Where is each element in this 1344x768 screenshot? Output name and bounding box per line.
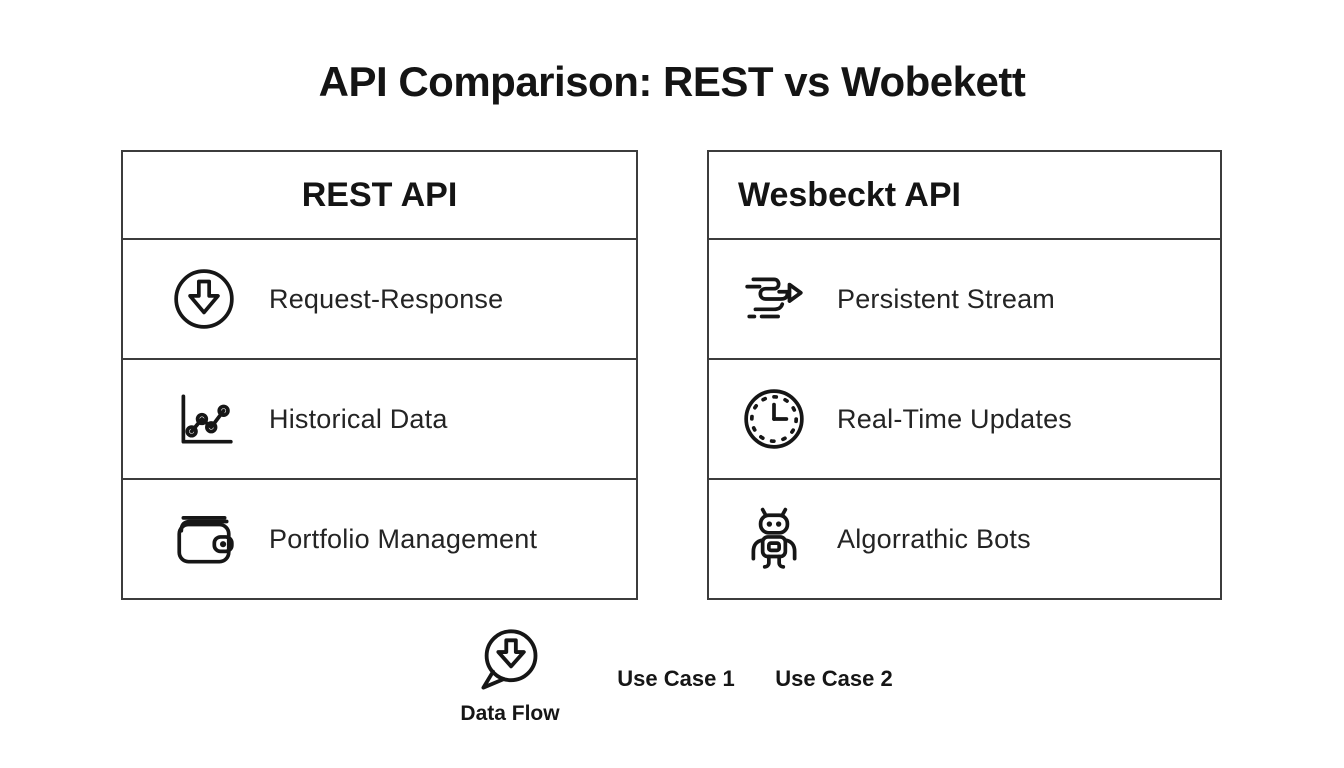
row-label: Algorrathic Bots (837, 523, 1031, 554)
robot-icon (741, 506, 807, 572)
arrow-down-circle-icon (171, 266, 237, 332)
line-chart-icon (171, 386, 237, 452)
table-row: Portfolio Management (123, 480, 636, 598)
page-title: API Comparison: REST vs Wobekett (318, 58, 1026, 105)
data-flow-label: Data Flow (460, 702, 560, 725)
row-label: Portfolio Management (269, 523, 538, 554)
table-row: Real-Time Updates (709, 360, 1220, 480)
table-row: Algorrathic Bots (709, 480, 1220, 598)
table-row: Request-Response (123, 240, 636, 360)
row-label: Persistent Stream (837, 283, 1055, 314)
rest-api-header: REST API (123, 152, 636, 240)
use-case-1-label: Use Case 1 (617, 666, 735, 691)
row-label: Request-Response (269, 283, 504, 314)
use-case-2-label: Use Case 2 (775, 666, 893, 691)
rest-api-table: REST API Request-Response (121, 150, 638, 600)
websocket-api-header: Wesbeckt API (709, 152, 1220, 240)
websocket-api-table: Wesbeckt API Persistent Stream (707, 150, 1222, 600)
table-row: Historical Data (123, 360, 636, 480)
clock-icon (741, 386, 807, 452)
row-label: Real-Time Updates (837, 403, 1072, 434)
stream-arrow-icon (741, 266, 807, 332)
row-label: Historical Data (269, 403, 448, 434)
chat-arrow-down-icon (476, 626, 544, 694)
table-row: Persistent Stream (709, 240, 1220, 360)
wallet-icon (171, 506, 237, 572)
